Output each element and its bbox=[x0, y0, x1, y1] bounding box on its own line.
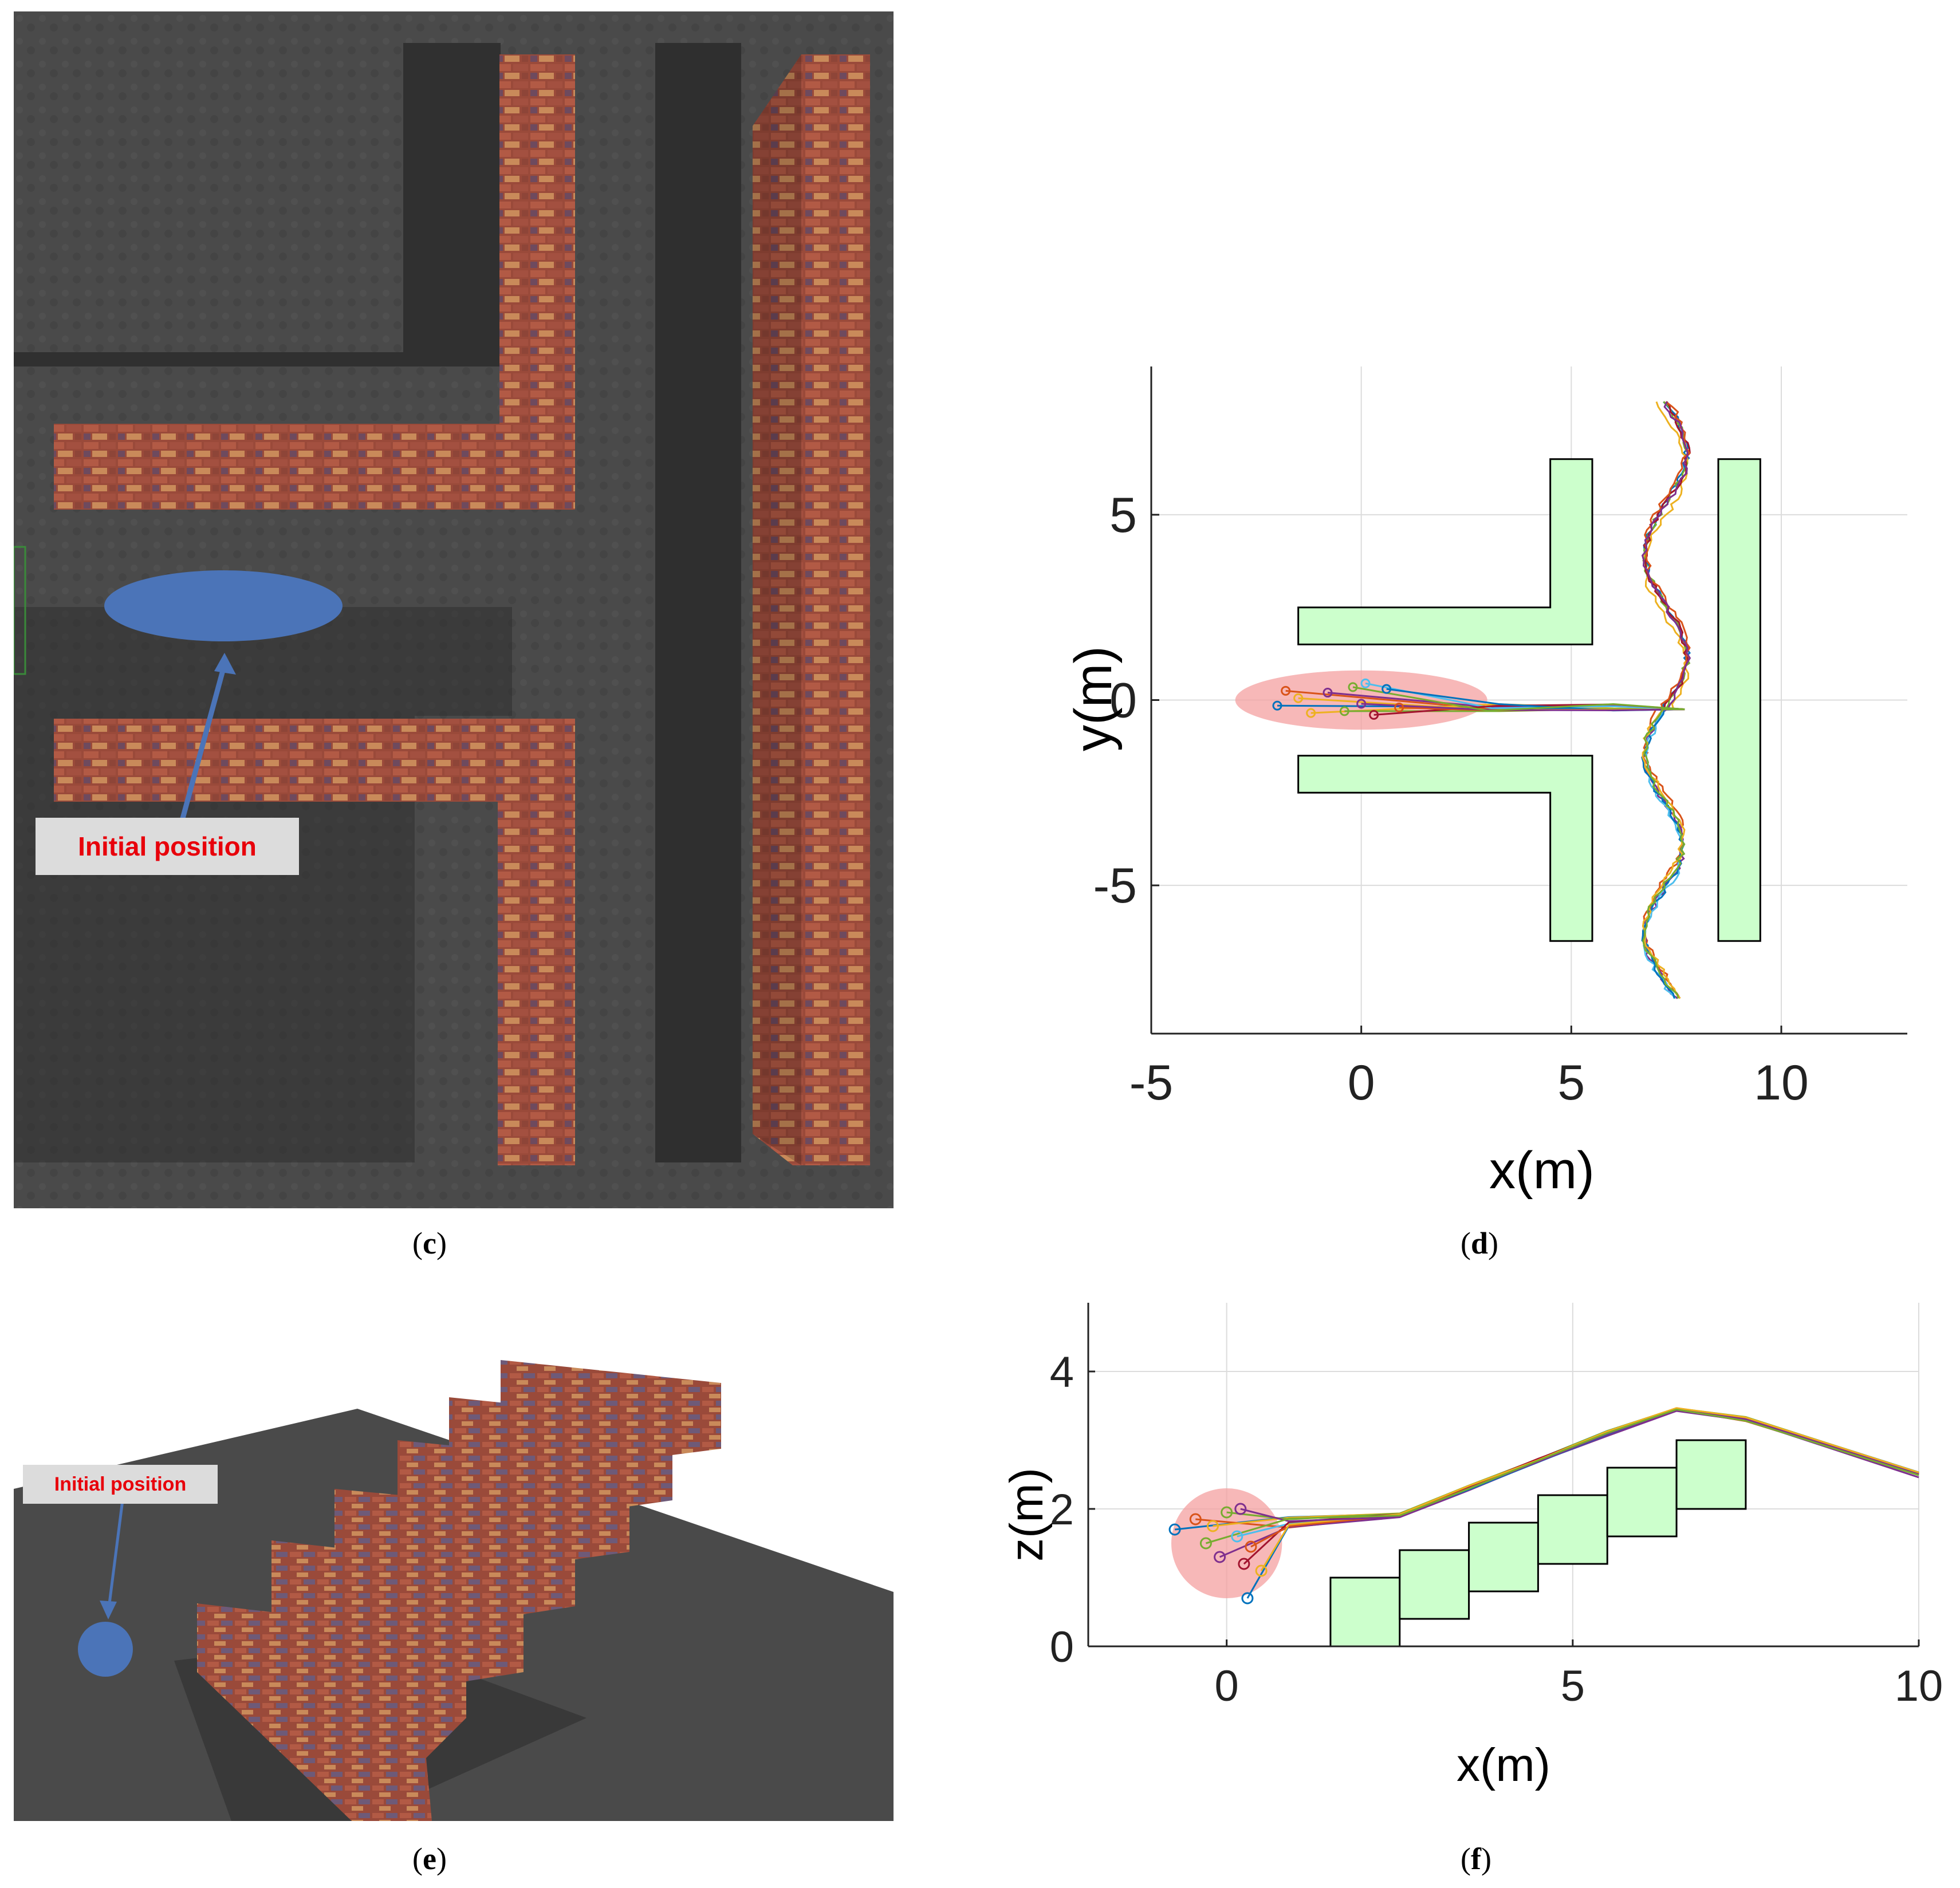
start-point bbox=[1199, 1537, 1212, 1550]
start-point bbox=[1348, 682, 1358, 692]
obstacle bbox=[1468, 1522, 1539, 1593]
start-point bbox=[1306, 708, 1316, 718]
trajectory-line bbox=[1285, 689, 1685, 999]
wall-shadow bbox=[14, 43, 501, 366]
start-point bbox=[1221, 1506, 1233, 1519]
caption-c: (c) bbox=[412, 1226, 447, 1260]
y-tick-label: 4 bbox=[1050, 1348, 1074, 1397]
obstacle bbox=[1675, 1439, 1747, 1510]
trajectory-line bbox=[1352, 686, 1686, 999]
stair-step bbox=[197, 1603, 466, 1821]
brick-wall bbox=[54, 719, 575, 802]
start-point bbox=[1207, 1520, 1219, 1532]
obstacle bbox=[1399, 1549, 1470, 1620]
panel-e-render bbox=[14, 1317, 894, 1821]
x-axis-label: x(m) bbox=[1489, 1141, 1595, 1200]
start-point bbox=[1382, 684, 1392, 694]
trajectory-line bbox=[1277, 401, 1691, 711]
start-point bbox=[1293, 693, 1304, 703]
trajectory-line bbox=[1399, 401, 1691, 711]
chart-d: -5 0 5 10 -5 0 5 x(m) y(m) bbox=[1064, 366, 1907, 1200]
y-tick-label: 0 bbox=[1109, 673, 1137, 728]
y-axis-label: y(m) bbox=[1064, 646, 1123, 751]
trajectory-line bbox=[1298, 697, 1686, 999]
initial-position-label-e: Initial position bbox=[23, 1465, 218, 1504]
obstacle bbox=[1537, 1494, 1608, 1565]
brick-wall-side bbox=[753, 54, 801, 1165]
x-axis-label: x(m) bbox=[1457, 1739, 1550, 1791]
start-point bbox=[1238, 1558, 1250, 1570]
arrow-line bbox=[107, 1500, 124, 1609]
caption-d: (d) bbox=[1461, 1226, 1499, 1260]
chart-f: 0 5 10 0 2 4 x(m) z(m) bbox=[1001, 1303, 1943, 1791]
start-point bbox=[1234, 1503, 1247, 1515]
x-tick-label: -5 bbox=[1129, 1055, 1173, 1110]
obstacle bbox=[1717, 458, 1761, 942]
x-tick-label: 0 bbox=[1348, 1055, 1375, 1110]
arrow-line bbox=[178, 663, 227, 826]
start-point bbox=[1231, 1530, 1243, 1543]
trajectory-line bbox=[1365, 682, 1685, 999]
trajectory-line bbox=[1205, 1408, 1919, 1544]
brick-wall bbox=[753, 54, 870, 1165]
y-axis-label: z(m) bbox=[1001, 1468, 1053, 1562]
start-point bbox=[1339, 706, 1349, 716]
start-point bbox=[1356, 699, 1367, 709]
start-point bbox=[1272, 700, 1282, 711]
initial-position-marker bbox=[78, 1622, 133, 1677]
obstacle bbox=[1297, 458, 1593, 645]
x-tick-label: 5 bbox=[1561, 1662, 1585, 1710]
start-point bbox=[1241, 1592, 1254, 1605]
start-point bbox=[1394, 702, 1404, 712]
x-tick-label: 5 bbox=[1557, 1055, 1585, 1110]
start-point bbox=[1168, 1523, 1181, 1536]
trajectory-line bbox=[1344, 401, 1691, 712]
y-tick-label: 0 bbox=[1050, 1623, 1074, 1672]
start-point bbox=[1323, 688, 1333, 698]
trajectory-line bbox=[1327, 692, 1685, 999]
obstacle bbox=[1606, 1467, 1678, 1538]
arrow-head bbox=[100, 1601, 117, 1619]
caption-f: (f) bbox=[1461, 1842, 1491, 1876]
caption-e: (e) bbox=[412, 1842, 447, 1876]
y-tick-label: -5 bbox=[1093, 858, 1137, 913]
initial-position-marker bbox=[104, 570, 343, 641]
trajectory-line bbox=[1310, 401, 1690, 714]
obstacle bbox=[1329, 1576, 1401, 1647]
start-point bbox=[1369, 710, 1379, 720]
brick-wall bbox=[54, 424, 575, 510]
start-point bbox=[1245, 1540, 1257, 1553]
x-tick-label: 10 bbox=[1895, 1662, 1943, 1710]
arrow-head bbox=[214, 653, 236, 675]
edge-marker bbox=[14, 546, 26, 675]
panel-c-render bbox=[14, 11, 894, 1208]
trajectory-line bbox=[1240, 1409, 1919, 1523]
trajectory-line bbox=[1361, 401, 1691, 711]
start-point bbox=[1189, 1513, 1202, 1526]
brick-wall bbox=[498, 719, 575, 1165]
start-point bbox=[1281, 685, 1291, 696]
initial-position-label-c: Initial position bbox=[36, 818, 299, 875]
obstacle bbox=[1297, 755, 1593, 942]
start-point bbox=[1214, 1551, 1226, 1563]
y-tick-label: 5 bbox=[1109, 488, 1137, 543]
y-tick-label: 2 bbox=[1050, 1485, 1074, 1534]
wall-shadow bbox=[655, 43, 741, 1162]
start-point bbox=[1360, 678, 1371, 688]
start-point bbox=[1255, 1564, 1268, 1577]
trajectory-line bbox=[1386, 688, 1686, 999]
x-tick-label: 0 bbox=[1215, 1662, 1239, 1710]
x-tick-label: 10 bbox=[1754, 1055, 1809, 1110]
